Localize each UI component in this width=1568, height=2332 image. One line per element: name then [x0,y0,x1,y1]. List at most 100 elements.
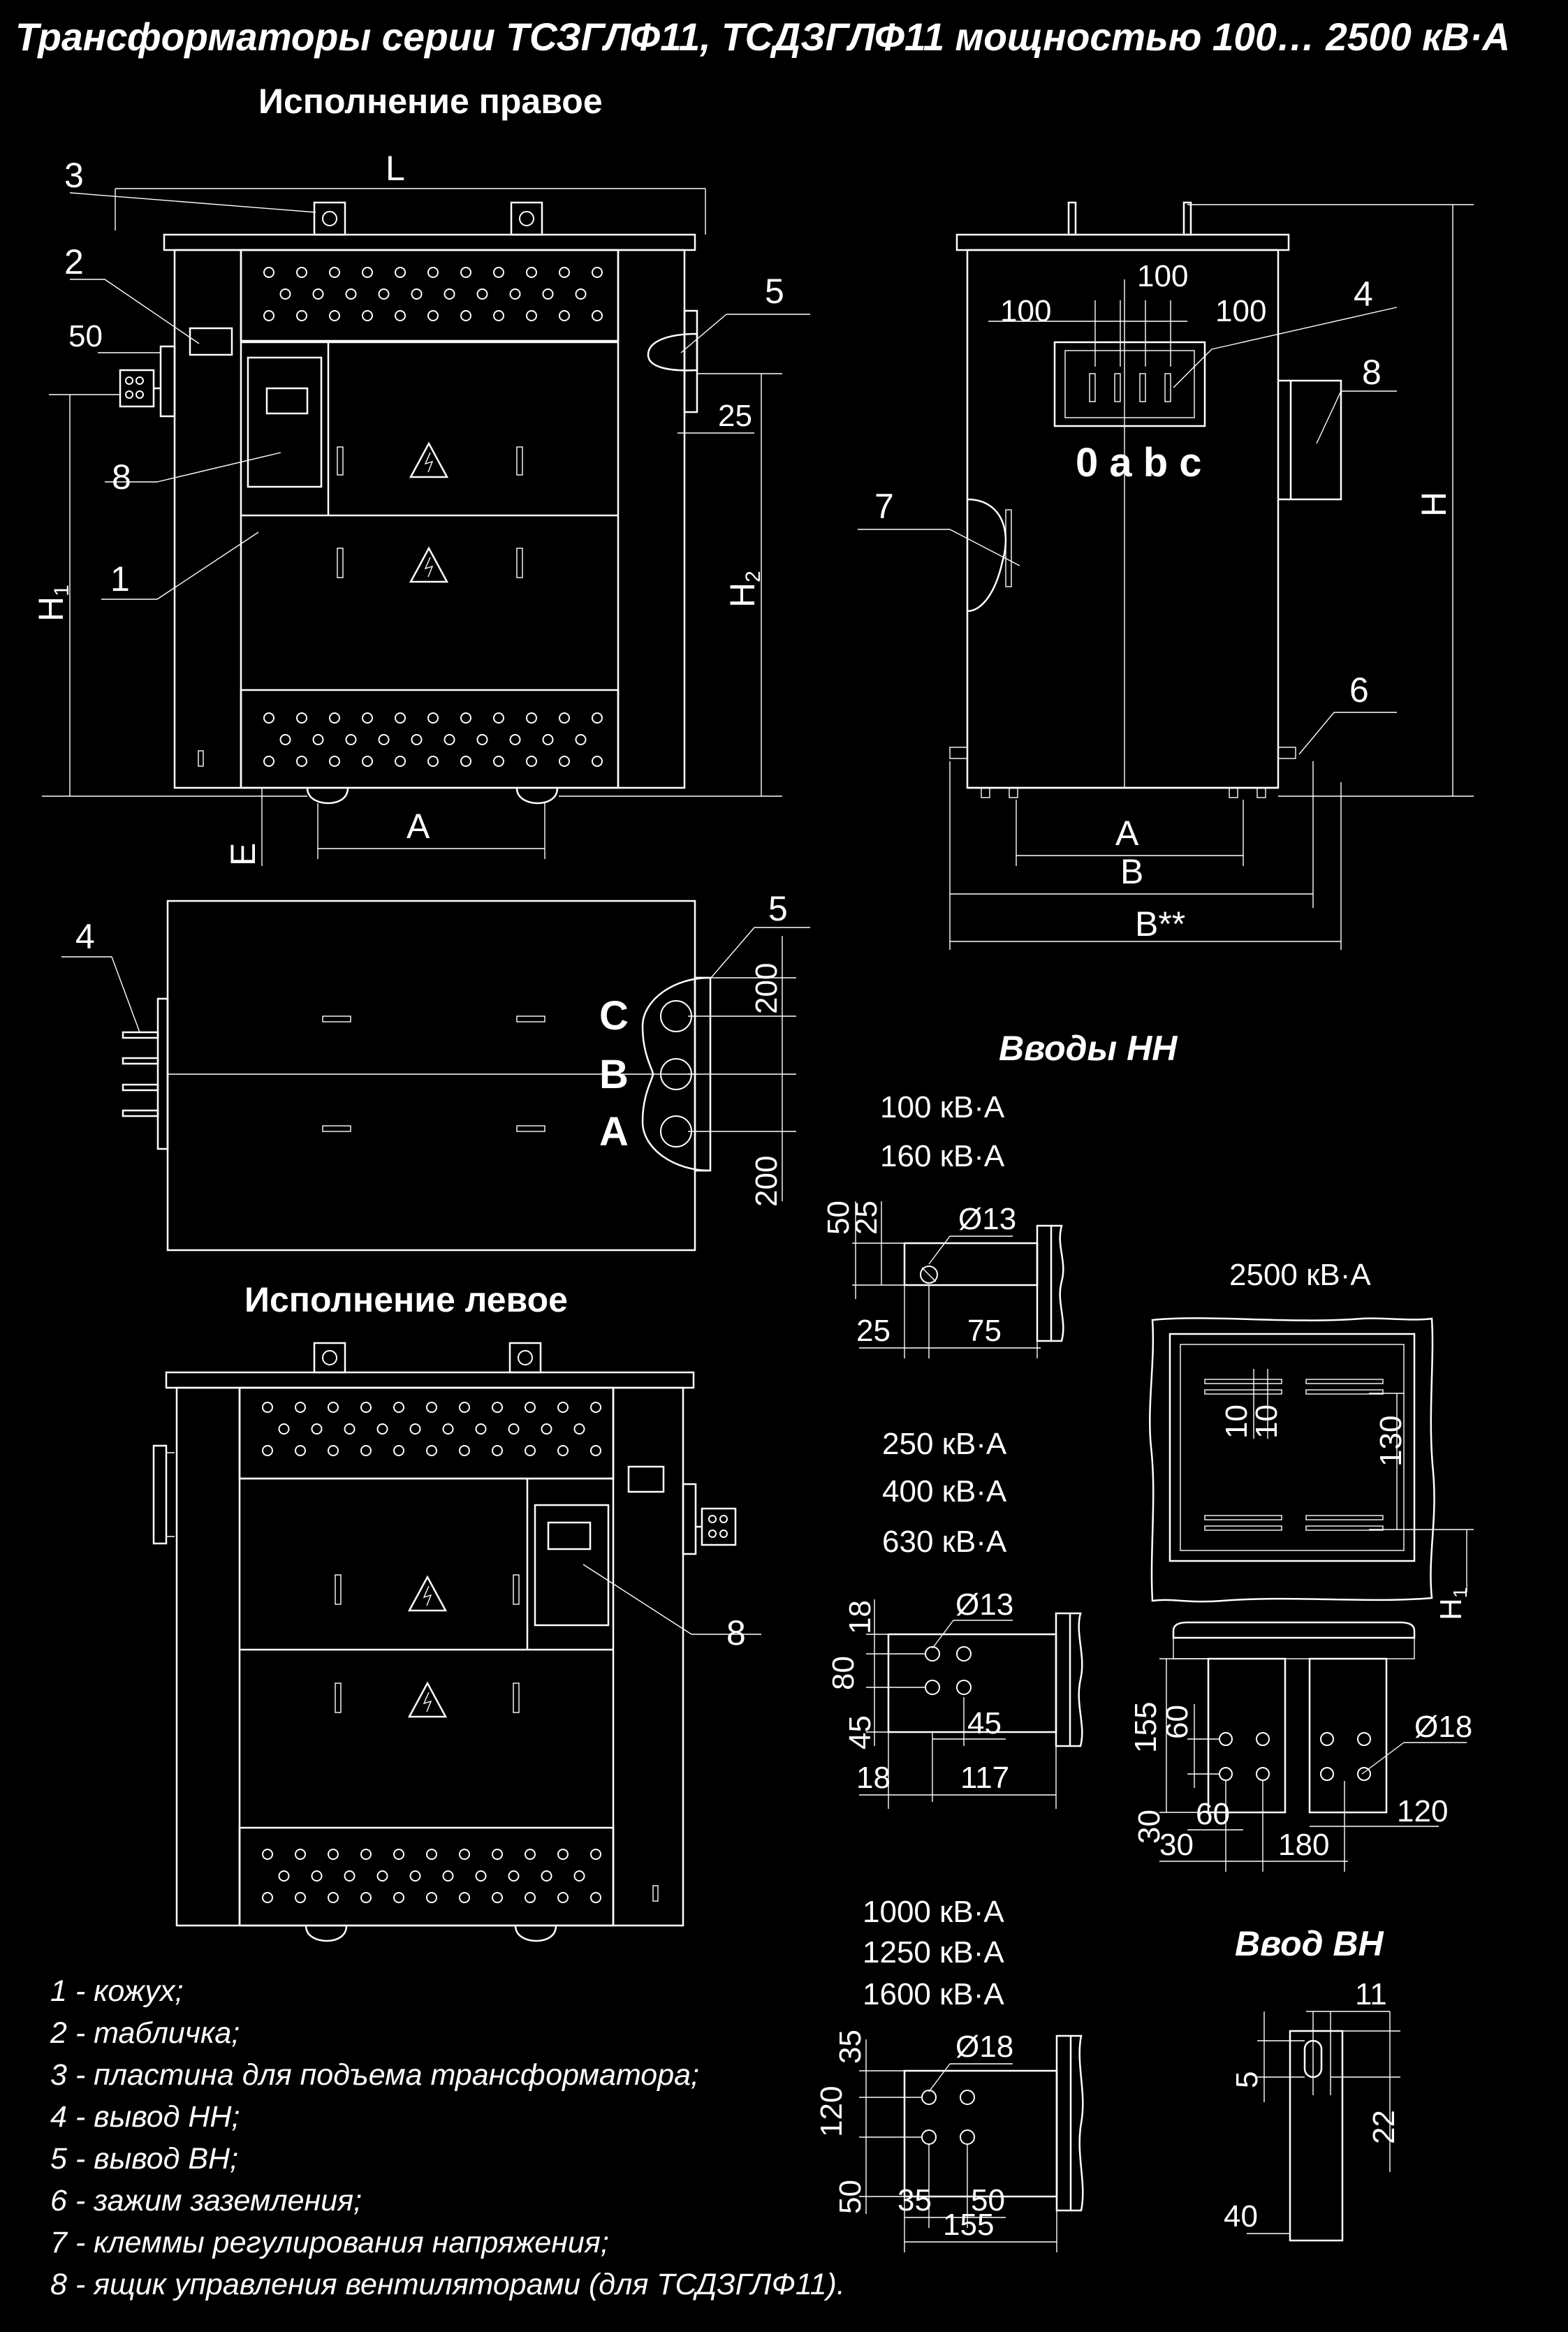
lv-2500-d10a: 10 [1219,1405,1254,1439]
vent-hole [492,1892,503,1903]
vent-hole [575,734,587,745]
lv-mid-hole: Ø13 [955,1587,1013,1622]
vent-hole [427,712,439,724]
vent-hole [360,1849,372,1860]
vent-hole [493,712,504,724]
vent-hole [526,310,537,321]
lv-large-hole: Ø18 [955,2030,1013,2064]
vent-hole [328,1445,339,1456]
legend-item: 5 - вывод ВН; [50,2142,238,2176]
dim-H: H [1414,492,1453,517]
vent-hole [345,734,357,745]
vent-hole [278,1870,290,1882]
legend-item: 1 - кожух; [50,1974,183,2008]
vent-hole [590,1892,601,1903]
lv-large-power-1: 1000 кВ·А [863,1895,1004,1929]
vent-hole [312,288,324,300]
vent-hole [360,1445,372,1456]
vent-hole [311,1870,323,1882]
vent-hole [427,756,439,767]
vent-hole [493,267,504,278]
vent-hole [329,756,340,767]
vent-hole [590,1445,601,1456]
vent-holes [262,1849,601,1903]
vent-hole [312,734,324,745]
vent-hole [526,756,537,767]
lv-2500-H1: H1 [1434,1587,1471,1620]
dim-100-left: 100 [1000,294,1051,328]
vent-hole [590,1849,601,1860]
callout-5-top: 5 [768,889,788,928]
vent-holes [263,267,603,321]
vent-hole [329,267,340,278]
lv-mid-d117: 117 [960,1761,1009,1795]
vent-hole [575,288,587,300]
vent-hole [525,1402,536,1413]
vent-hole [559,267,570,278]
vent-hole [508,1423,520,1435]
lv-small-d25b: 25 [856,1314,891,1348]
vent-hole [508,1870,520,1882]
legend-item: 2 - табличка; [50,2016,240,2050]
vent-hole [395,310,406,321]
legend-item: 8 - ящик управления вентиляторами (для Т… [50,2268,845,2301]
lv-2500-hole: Ø18 [1414,1710,1472,1744]
vent-hole [526,712,537,724]
vent-hole [460,267,471,278]
callout-7: 7 [874,487,894,526]
vent-hole [492,1402,503,1413]
vent-hole [525,1445,536,1456]
callout-2: 2 [64,242,84,281]
dim-200-top: 200 [749,963,784,1014]
lv-large-d50: 50 [833,2180,867,2214]
vent-hole [476,734,488,745]
dim-A-side: A [1115,814,1139,853]
lv-2500-d120: 120 [1397,1794,1448,1828]
vent-hole [541,1870,552,1882]
vent-hole [459,1849,470,1860]
dim-100-right: 100 [1215,294,1266,328]
vent-hole [393,1892,404,1903]
vent-hole [360,1892,372,1903]
vent-holes [262,1402,601,1456]
lv-small-power-2: 160 кВ·А [880,1139,1005,1173]
vent-hole [395,712,406,724]
legend-item: 3 - пластина для подъема трансформатора; [50,2058,699,2092]
hv-d22: 22 [1367,2110,1401,2144]
vent-hole [444,734,455,745]
vent-hole [592,310,603,321]
vent-hole [493,756,504,767]
legend: 1 - кожух; 2 - табличка; 3 - пластина дл… [50,1974,845,2301]
lv-small-hole: Ø13 [958,1202,1016,1236]
lv-mid-d45: 45 [843,1715,877,1750]
terminal-labels: 0 a b c [1076,440,1202,485]
dim-H1: H1 [31,585,73,622]
vent-hole [559,712,570,724]
vent-hole [328,1849,339,1860]
lv-mid-power-3: 630 кВ·А [882,1525,1007,1559]
vent-hole [409,1870,421,1882]
vent-hole [409,1423,421,1435]
top-view: C B A 200 200 4 5 [61,889,810,1252]
vent-hole [295,1402,306,1413]
callout-8-side: 8 [1362,353,1382,392]
dim-E: E [224,843,263,866]
vent-hole [442,1423,454,1435]
lv-2500-d30: 30 [1132,1810,1166,1844]
callout-4-top: 4 [75,917,95,956]
vent-hole [573,1870,585,1882]
lv-2500-d30b: 30 [1159,1828,1194,1862]
vent-hole [263,712,274,724]
vent-hole [542,734,554,745]
vent-hole [344,1423,356,1435]
vent-hole [393,1402,404,1413]
vent-hole [541,1423,552,1435]
phase-A: A [599,1109,629,1154]
vent-hole [262,1892,273,1903]
callout-1: 1 [110,559,130,599]
vent-hole [442,1870,454,1882]
vent-hole [592,756,603,767]
vent-hole [559,310,570,321]
drawing-title: Трансформаторы серии ТСЗГЛФ11, ТСДЗГЛФ11… [15,15,1510,59]
